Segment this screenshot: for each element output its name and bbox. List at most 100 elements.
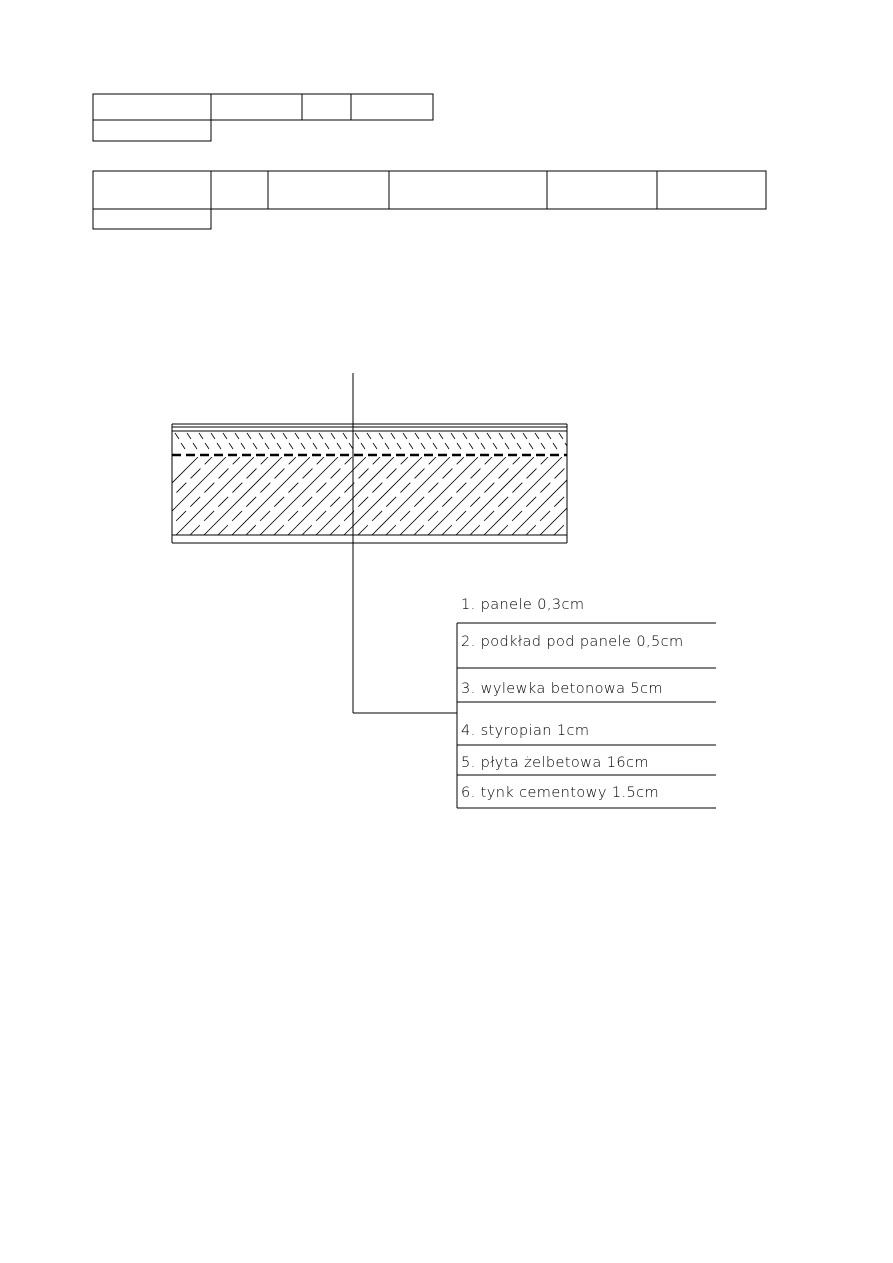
screed-hatch-tick xyxy=(318,432,324,440)
slab-hatch-line xyxy=(172,457,213,498)
screed-hatch-tick xyxy=(222,432,228,440)
screed-hatch-tick xyxy=(432,442,438,450)
screed-hatch-tick xyxy=(240,442,246,450)
screed-hatch-tick xyxy=(534,432,540,440)
screed-hatch-tick xyxy=(210,432,216,440)
screed-hatch-tick xyxy=(492,442,498,450)
screed-hatch-tick xyxy=(510,432,516,440)
title-block-cell xyxy=(92,93,212,121)
layer-label-4: 4. styropian 1cm xyxy=(461,723,589,739)
screed-hatch-tick xyxy=(186,432,192,440)
screed-hatch-tick xyxy=(258,432,264,440)
slab-hatch-line xyxy=(385,457,465,535)
screed-hatch-tick xyxy=(408,442,414,450)
screed-hatch-tick xyxy=(456,442,462,450)
title-block-cell xyxy=(210,93,303,121)
screed-hatch-tick xyxy=(348,442,354,450)
screed-hatch-tick xyxy=(372,442,378,450)
slab-hatch-line xyxy=(483,457,563,535)
slab-hatch-line xyxy=(287,457,367,535)
screed-hatch-tick xyxy=(558,432,564,440)
screed-hatch-tick xyxy=(282,432,288,440)
screed-hatch-tick xyxy=(204,442,210,450)
slab-hatch-line xyxy=(231,457,311,535)
floor-section xyxy=(171,423,716,544)
layer-label-3: 3. wylewka betonowa 5cm xyxy=(461,681,663,697)
screed-hatch-tick xyxy=(336,442,342,450)
slab-hatch-line xyxy=(301,457,381,535)
layer-label-1: 1. panele 0,3cm xyxy=(461,597,584,613)
screed-hatch-tick xyxy=(234,432,240,440)
slab-hatch-line xyxy=(610,457,688,535)
screed-hatch-tick xyxy=(426,432,432,440)
slab-hatch-line xyxy=(413,457,493,535)
slab-hatch-line xyxy=(357,457,437,535)
slab-hatch-line xyxy=(553,521,567,535)
slab-hatch-line xyxy=(273,457,353,535)
leader-line xyxy=(352,373,457,714)
slab-hatch-line xyxy=(638,457,716,535)
screed-hatch-tick xyxy=(288,442,294,450)
slab-hatch-line xyxy=(539,507,567,535)
screed-hatch-tick xyxy=(420,442,426,450)
title-block-row-1 xyxy=(92,93,434,142)
slab-hatch-line xyxy=(511,479,567,535)
screed-hatch-tick xyxy=(402,432,408,440)
screed-hatch-tick xyxy=(378,432,384,440)
screed-hatch-tick xyxy=(294,432,300,440)
layer-label-2: 2. podkład pod panele 0,5cm xyxy=(461,634,684,650)
screed-hatch-tick xyxy=(330,432,336,440)
screed-hatch-tick xyxy=(438,432,444,440)
title-block-cell xyxy=(656,170,767,210)
slab-hatch-line xyxy=(203,457,283,535)
slab-hatch-line xyxy=(329,457,409,535)
screed-hatch-tick xyxy=(522,432,528,440)
slab-hatch-line xyxy=(624,457,702,535)
screed-hatch xyxy=(174,432,567,450)
title-block-cell xyxy=(267,170,390,210)
layer-label-6: 6. tynk cementowy 1.5cm xyxy=(461,785,659,801)
slab-hatch-line xyxy=(172,457,241,526)
slab-hatch-line xyxy=(315,457,395,535)
screed-hatch-tick xyxy=(468,442,474,450)
screed-hatch-tick xyxy=(276,442,282,450)
slab-hatch xyxy=(172,457,716,535)
screed-hatch-tick xyxy=(414,432,420,440)
slab-hatch-line xyxy=(217,457,297,535)
slab-hatch-line xyxy=(245,457,325,535)
slab-hatch-line xyxy=(343,457,423,535)
title-block-cell xyxy=(350,93,434,121)
slab-hatch-line xyxy=(172,457,199,484)
screed-hatch-tick xyxy=(504,442,510,450)
screed-hatch-tick xyxy=(216,442,222,450)
screed-hatch-tick xyxy=(180,442,186,450)
screed-hatch-tick xyxy=(360,442,366,450)
screed-hatch-tick xyxy=(252,442,258,450)
screed-hatch-tick xyxy=(546,432,552,440)
screed-hatch-tick xyxy=(444,442,450,450)
screed-hatch-tick xyxy=(396,442,402,450)
screed-hatch-tick xyxy=(228,442,234,450)
slab-hatch-line xyxy=(399,457,479,535)
slab-hatch-line xyxy=(427,457,507,535)
slab-hatch-line xyxy=(469,457,549,535)
slab-hatch-line xyxy=(596,457,674,535)
slab-hatch-line xyxy=(525,493,567,535)
screed-hatch-tick xyxy=(528,442,534,450)
screed-hatch-tick xyxy=(174,432,180,440)
title-block-cell xyxy=(388,170,548,210)
screed-hatch-tick xyxy=(498,432,504,440)
screed-hatch-tick xyxy=(366,432,372,440)
layer-label-5: 5. płyta żelbetowa 16cm xyxy=(461,755,649,771)
slab-hatch-line xyxy=(259,457,339,535)
title-block-cell xyxy=(301,93,352,121)
title-block-cell xyxy=(92,119,212,142)
screed-hatch-tick xyxy=(384,442,390,450)
slab-hatch-line xyxy=(189,457,269,535)
title-block-row-2 xyxy=(92,170,767,230)
slab-hatch-line xyxy=(497,465,567,535)
screed-hatch-tick xyxy=(192,442,198,450)
screed-hatch-tick xyxy=(552,442,558,450)
slab-hatch-line xyxy=(371,457,451,535)
